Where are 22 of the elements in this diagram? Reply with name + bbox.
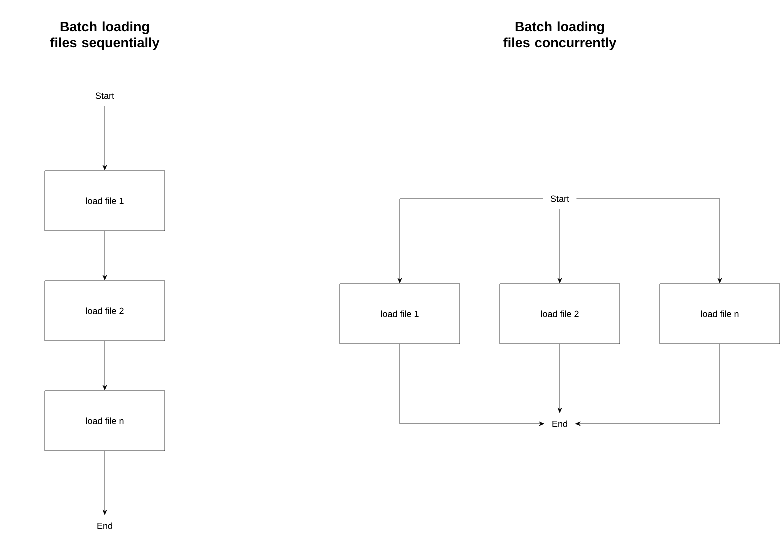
arrow (558, 344, 562, 414)
terminal-label: Start (96, 92, 114, 100)
terminal-label: Start (550, 196, 570, 202)
arrow (576, 198, 722, 284)
arrow (102, 106, 108, 170)
arrow (102, 341, 108, 390)
heading: Batch loading files concurrently (504, 22, 617, 50)
process-box: load file n (660, 284, 780, 344)
process-box: load file 2 (500, 284, 620, 344)
process-box: load file n (44, 390, 166, 452)
process-box: load file 2 (44, 280, 166, 342)
arrow (400, 344, 544, 426)
arrow (398, 198, 544, 284)
process-box: load file 1 (340, 284, 460, 344)
arrow (576, 344, 720, 426)
terminal-label: End (552, 420, 568, 428)
arrow (102, 231, 108, 280)
arrow (558, 209, 562, 284)
process-box: load file 1 (44, 170, 166, 232)
heading: Batch loading files sequentially (50, 22, 160, 50)
arrow (102, 451, 108, 516)
terminal-label: End (98, 522, 112, 530)
